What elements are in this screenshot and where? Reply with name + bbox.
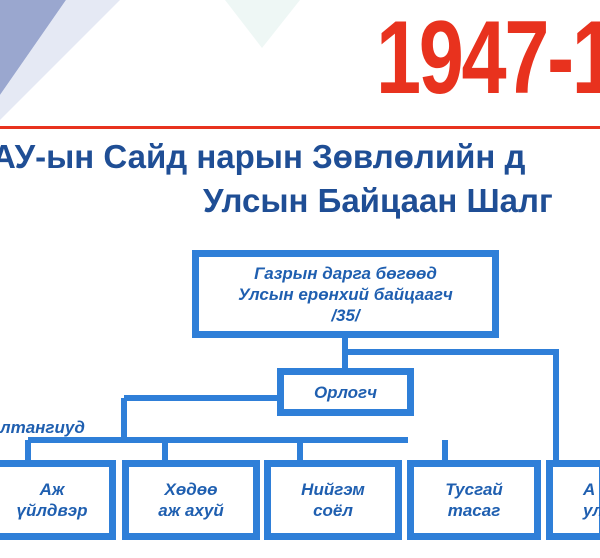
unit-line1: А bbox=[583, 480, 596, 499]
org-box-unit-partial: А ул bbox=[546, 460, 600, 540]
org-box-unit-special: Тусгай тасаг bbox=[407, 460, 541, 540]
connector-top-special bbox=[345, 349, 559, 462]
page-title-line2: Улсын Байцаан Шалг bbox=[203, 182, 553, 219]
unit-line1: Хөдөө bbox=[164, 480, 218, 499]
year-heading: 1947-1 bbox=[376, 0, 600, 116]
unit-line2: ул bbox=[583, 501, 600, 520]
org-box-head: Газрын дарга бөгөөд Улсын ерөнхий байцаа… bbox=[192, 250, 499, 338]
org-box-deputy-label: Орлогч bbox=[313, 382, 378, 402]
org-box-deputy: Орлогч bbox=[277, 368, 414, 416]
unit-line1: Аж bbox=[39, 480, 65, 499]
page-title-line1: АУ-ын Сайд нарын Зөвлөлийн д bbox=[0, 138, 526, 175]
org-box-unit-agriculture: Хөдөө аж ахуй bbox=[122, 460, 260, 540]
unit-line2: үйлдвэр bbox=[16, 501, 88, 520]
org-box-unit-industry: Аж үйлдвэр bbox=[0, 460, 116, 540]
group-label: лтангиуд bbox=[0, 418, 85, 437]
unit-line2: соёл bbox=[313, 501, 353, 520]
unit-line2: аж ахуй bbox=[158, 501, 224, 520]
red-divider bbox=[0, 126, 600, 129]
org-box-head-line3: /35/ bbox=[331, 305, 360, 325]
unit-line1: Нийгэм bbox=[301, 480, 365, 499]
org-box-unit-social: Нийгэм соёл bbox=[264, 460, 402, 540]
unit-line1: Тусгай bbox=[445, 480, 503, 499]
org-box-head-line2: Улсын ерөнхий байцаагч bbox=[238, 284, 453, 304]
unit-line2: тасаг bbox=[447, 501, 501, 520]
org-box-head-line1: Газрын дарга бөгөөд bbox=[254, 263, 437, 283]
